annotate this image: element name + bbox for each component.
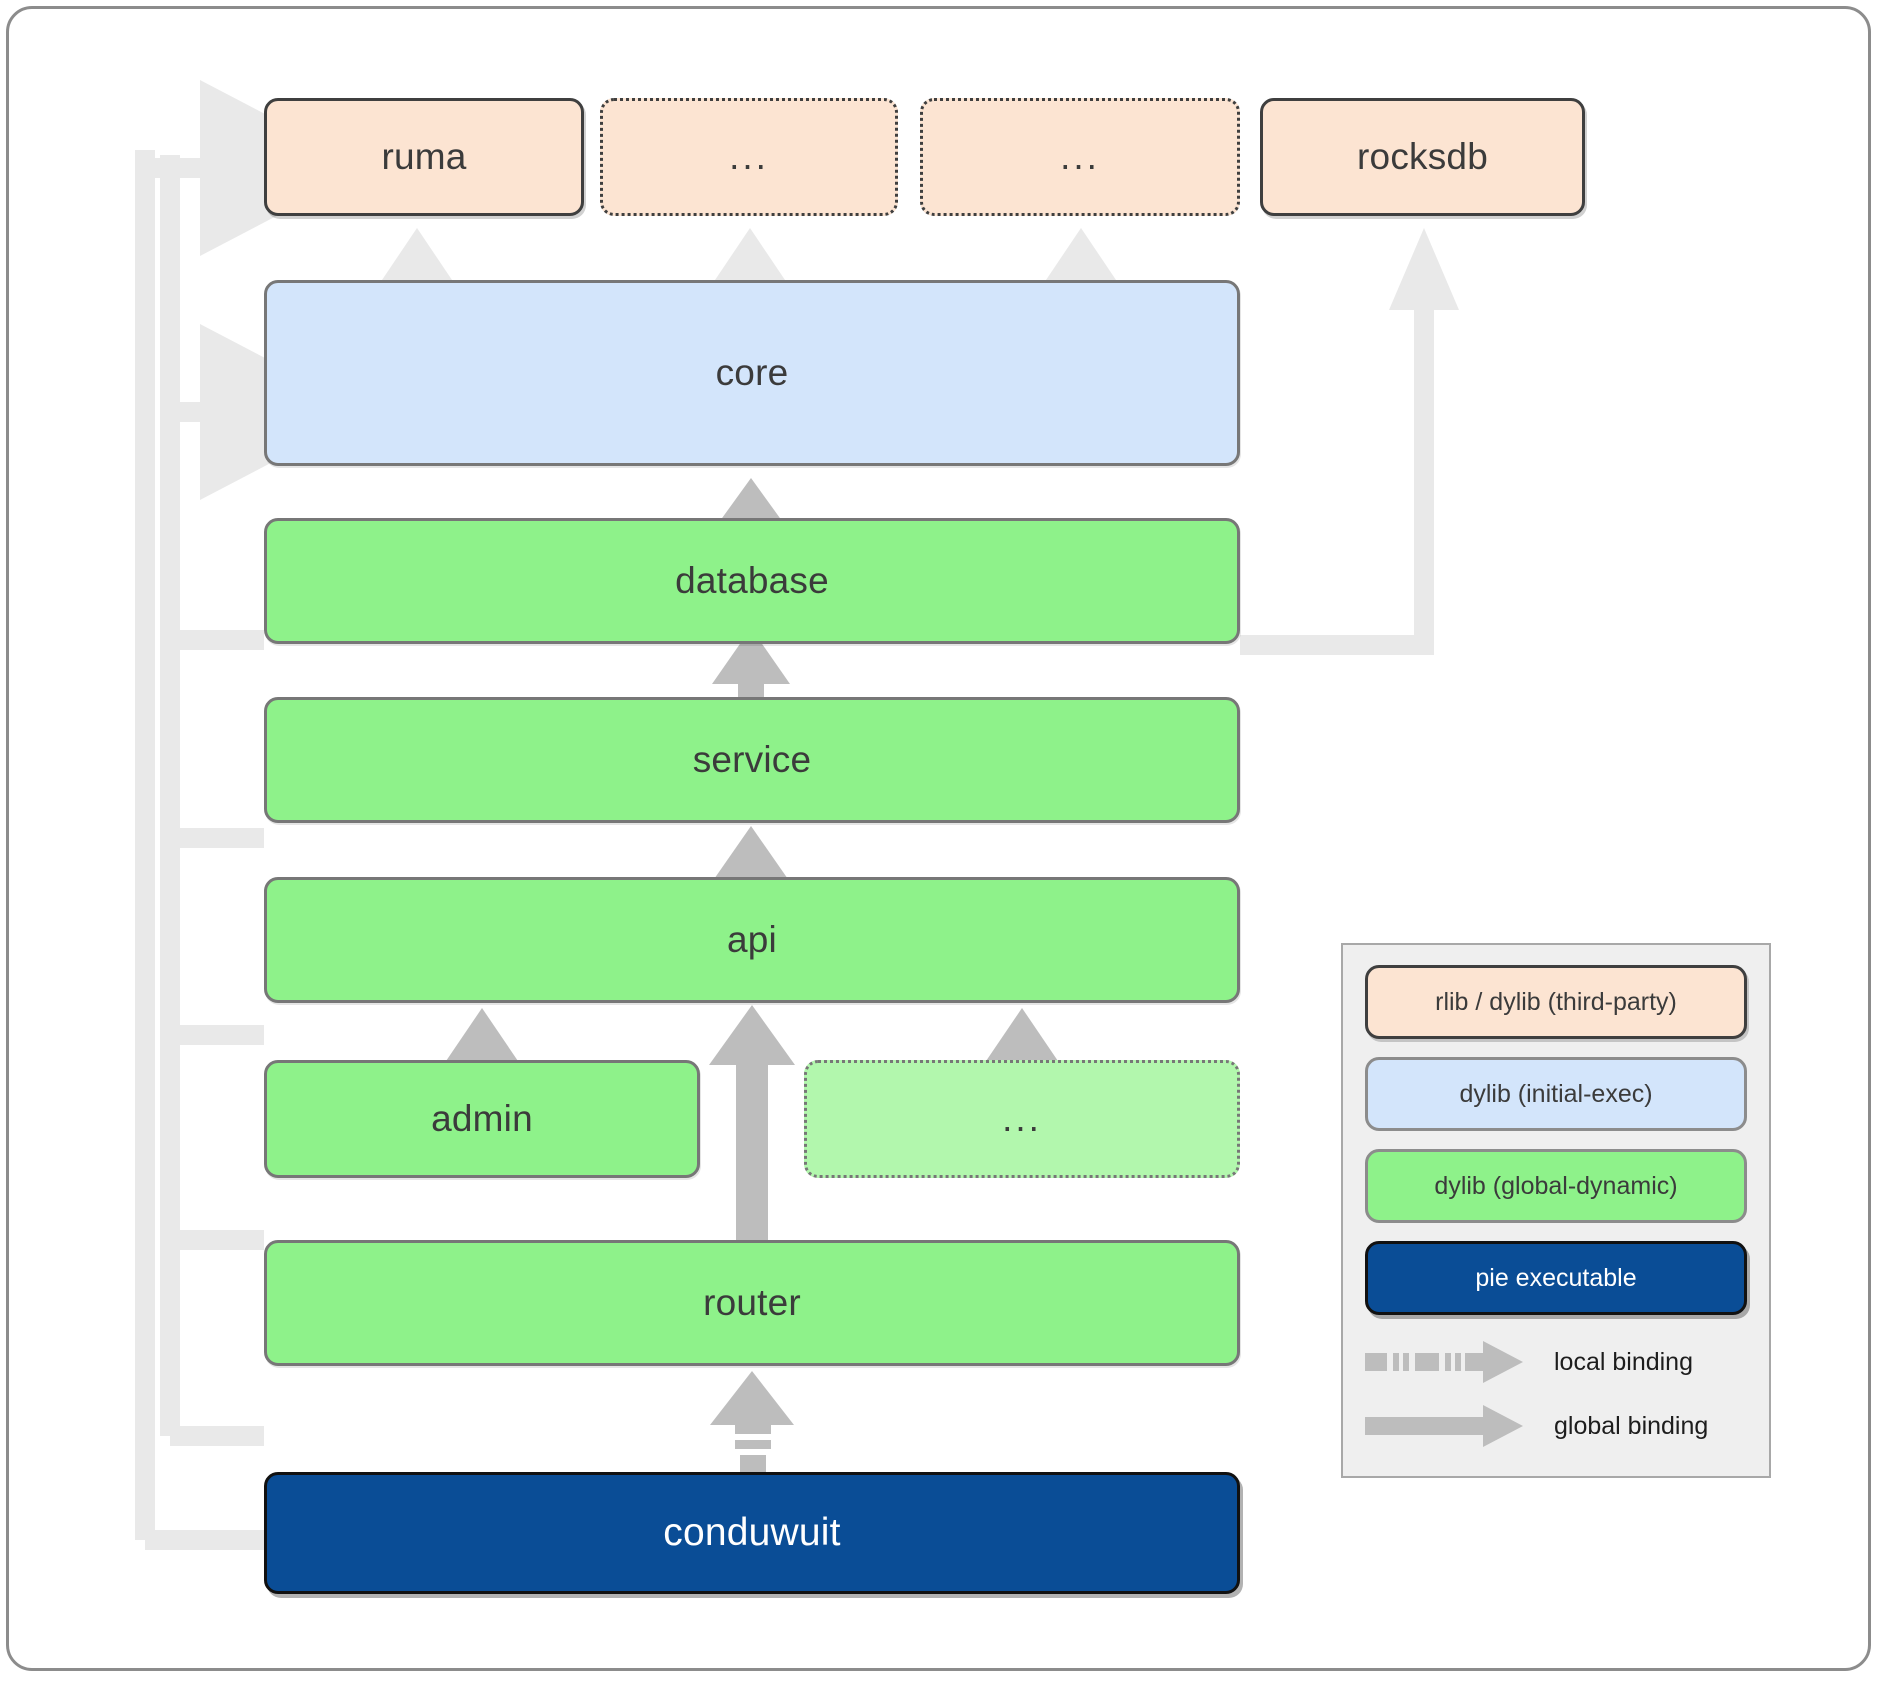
node-router-label: router <box>703 1282 801 1323</box>
node-conduwuit[interactable]: conduwuit <box>264 1472 1240 1594</box>
node-service[interactable]: service <box>264 697 1240 823</box>
local-binding-arrow-icon <box>1365 1340 1540 1384</box>
node-core-label: core <box>715 352 789 393</box>
node-thirdparty-placeholder-1-label: ... <box>729 135 769 177</box>
legend-label-global-binding: global binding <box>1554 1411 1709 1440</box>
legend-row-global-binding: global binding <box>1365 1397 1747 1455</box>
legend-swatch-pie-executable: pie executable <box>1365 1241 1747 1315</box>
node-admin[interactable]: admin <box>264 1060 700 1178</box>
node-ruma[interactable]: ruma <box>264 98 584 216</box>
node-api[interactable]: api <box>264 877 1240 1003</box>
legend-swatch-third-party: rlib / dylib (third-party) <box>1365 965 1747 1039</box>
legend-label-local-binding: local binding <box>1554 1347 1693 1376</box>
node-ruma-label: ruma <box>381 136 467 177</box>
node-conduwuit-label: conduwuit <box>663 1511 841 1554</box>
node-thirdparty-placeholder-2[interactable]: ... <box>920 98 1240 216</box>
legend-swatch-initial-exec-label: dylib (initial-exec) <box>1459 1079 1653 1108</box>
legend-swatch-global-dynamic: dylib (global-dynamic) <box>1365 1149 1747 1223</box>
node-router[interactable]: router <box>264 1240 1240 1366</box>
legend-swatch-initial-exec: dylib (initial-exec) <box>1365 1057 1747 1131</box>
node-thirdparty-placeholder-1[interactable]: ... <box>600 98 898 216</box>
node-database[interactable]: database <box>264 518 1240 644</box>
node-database-label: database <box>675 560 829 601</box>
global-binding-arrow-icon <box>1365 1404 1540 1448</box>
node-service-label: service <box>692 739 812 780</box>
node-core[interactable]: core <box>264 280 1240 466</box>
node-thirdparty-placeholder-2-label: ... <box>1060 135 1100 177</box>
node-globaldynamic-placeholder[interactable]: ... <box>804 1060 1240 1178</box>
node-rocksdb-label: rocksdb <box>1357 136 1488 177</box>
legend-swatch-third-party-label: rlib / dylib (third-party) <box>1435 987 1677 1016</box>
node-globaldynamic-placeholder-label: ... <box>1002 1097 1042 1139</box>
legend-swatch-pie-executable-label: pie executable <box>1475 1263 1637 1292</box>
node-admin-label: admin <box>431 1098 533 1139</box>
legend-swatch-global-dynamic-label: dylib (global-dynamic) <box>1434 1171 1678 1200</box>
node-rocksdb[interactable]: rocksdb <box>1260 98 1585 216</box>
legend-row-local-binding: local binding <box>1365 1333 1747 1391</box>
legend-panel: rlib / dylib (third-party) dylib (initia… <box>1341 943 1771 1478</box>
node-api-label: api <box>727 919 777 960</box>
